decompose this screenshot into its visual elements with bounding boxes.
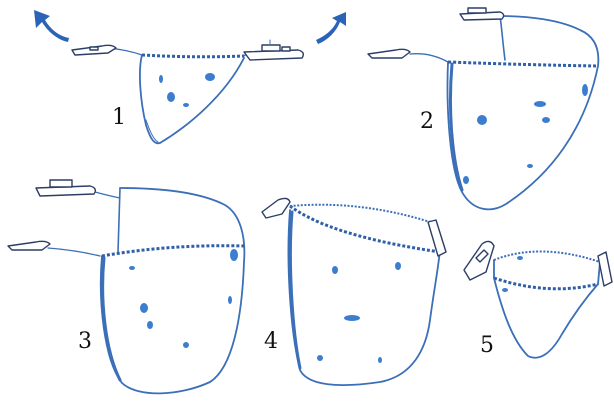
- seiner-boat: [464, 241, 494, 280]
- net-1: [140, 55, 244, 143]
- net-3: [101, 188, 245, 393]
- net-2: [448, 16, 599, 209]
- seiner-boat: [262, 198, 290, 218]
- fish-school-marks: [159, 73, 215, 107]
- skiff-boat: [8, 241, 50, 250]
- step-label: 3: [78, 329, 92, 354]
- seiner-boat: [244, 40, 303, 60]
- fish-school-marks: [502, 256, 523, 292]
- step-label: 1: [112, 105, 126, 130]
- right-curved-arrow-icon: [316, 12, 346, 44]
- seiner-boat: [460, 8, 504, 20]
- fish-school-marks: [129, 249, 238, 348]
- step-5: 5: [464, 241, 612, 358]
- net-5: [494, 278, 598, 358]
- seiner-boat: [36, 180, 95, 196]
- skiff-boat: [72, 45, 116, 55]
- step-label: 2: [420, 109, 434, 134]
- fish-school-marks: [317, 262, 401, 363]
- skiff-boat: [368, 49, 410, 58]
- step-label: 4: [264, 329, 278, 354]
- step-2: 2: [368, 8, 598, 209]
- step-4: 4: [262, 198, 446, 385]
- left-curved-arrow-icon: [34, 10, 69, 42]
- step-label: 5: [480, 333, 494, 358]
- step-1: 1: [34, 10, 346, 143]
- skiff-boat: [428, 220, 446, 256]
- skiff-boat: [598, 252, 612, 286]
- step-3: 3: [8, 180, 244, 393]
- fish-school-marks: [463, 84, 588, 184]
